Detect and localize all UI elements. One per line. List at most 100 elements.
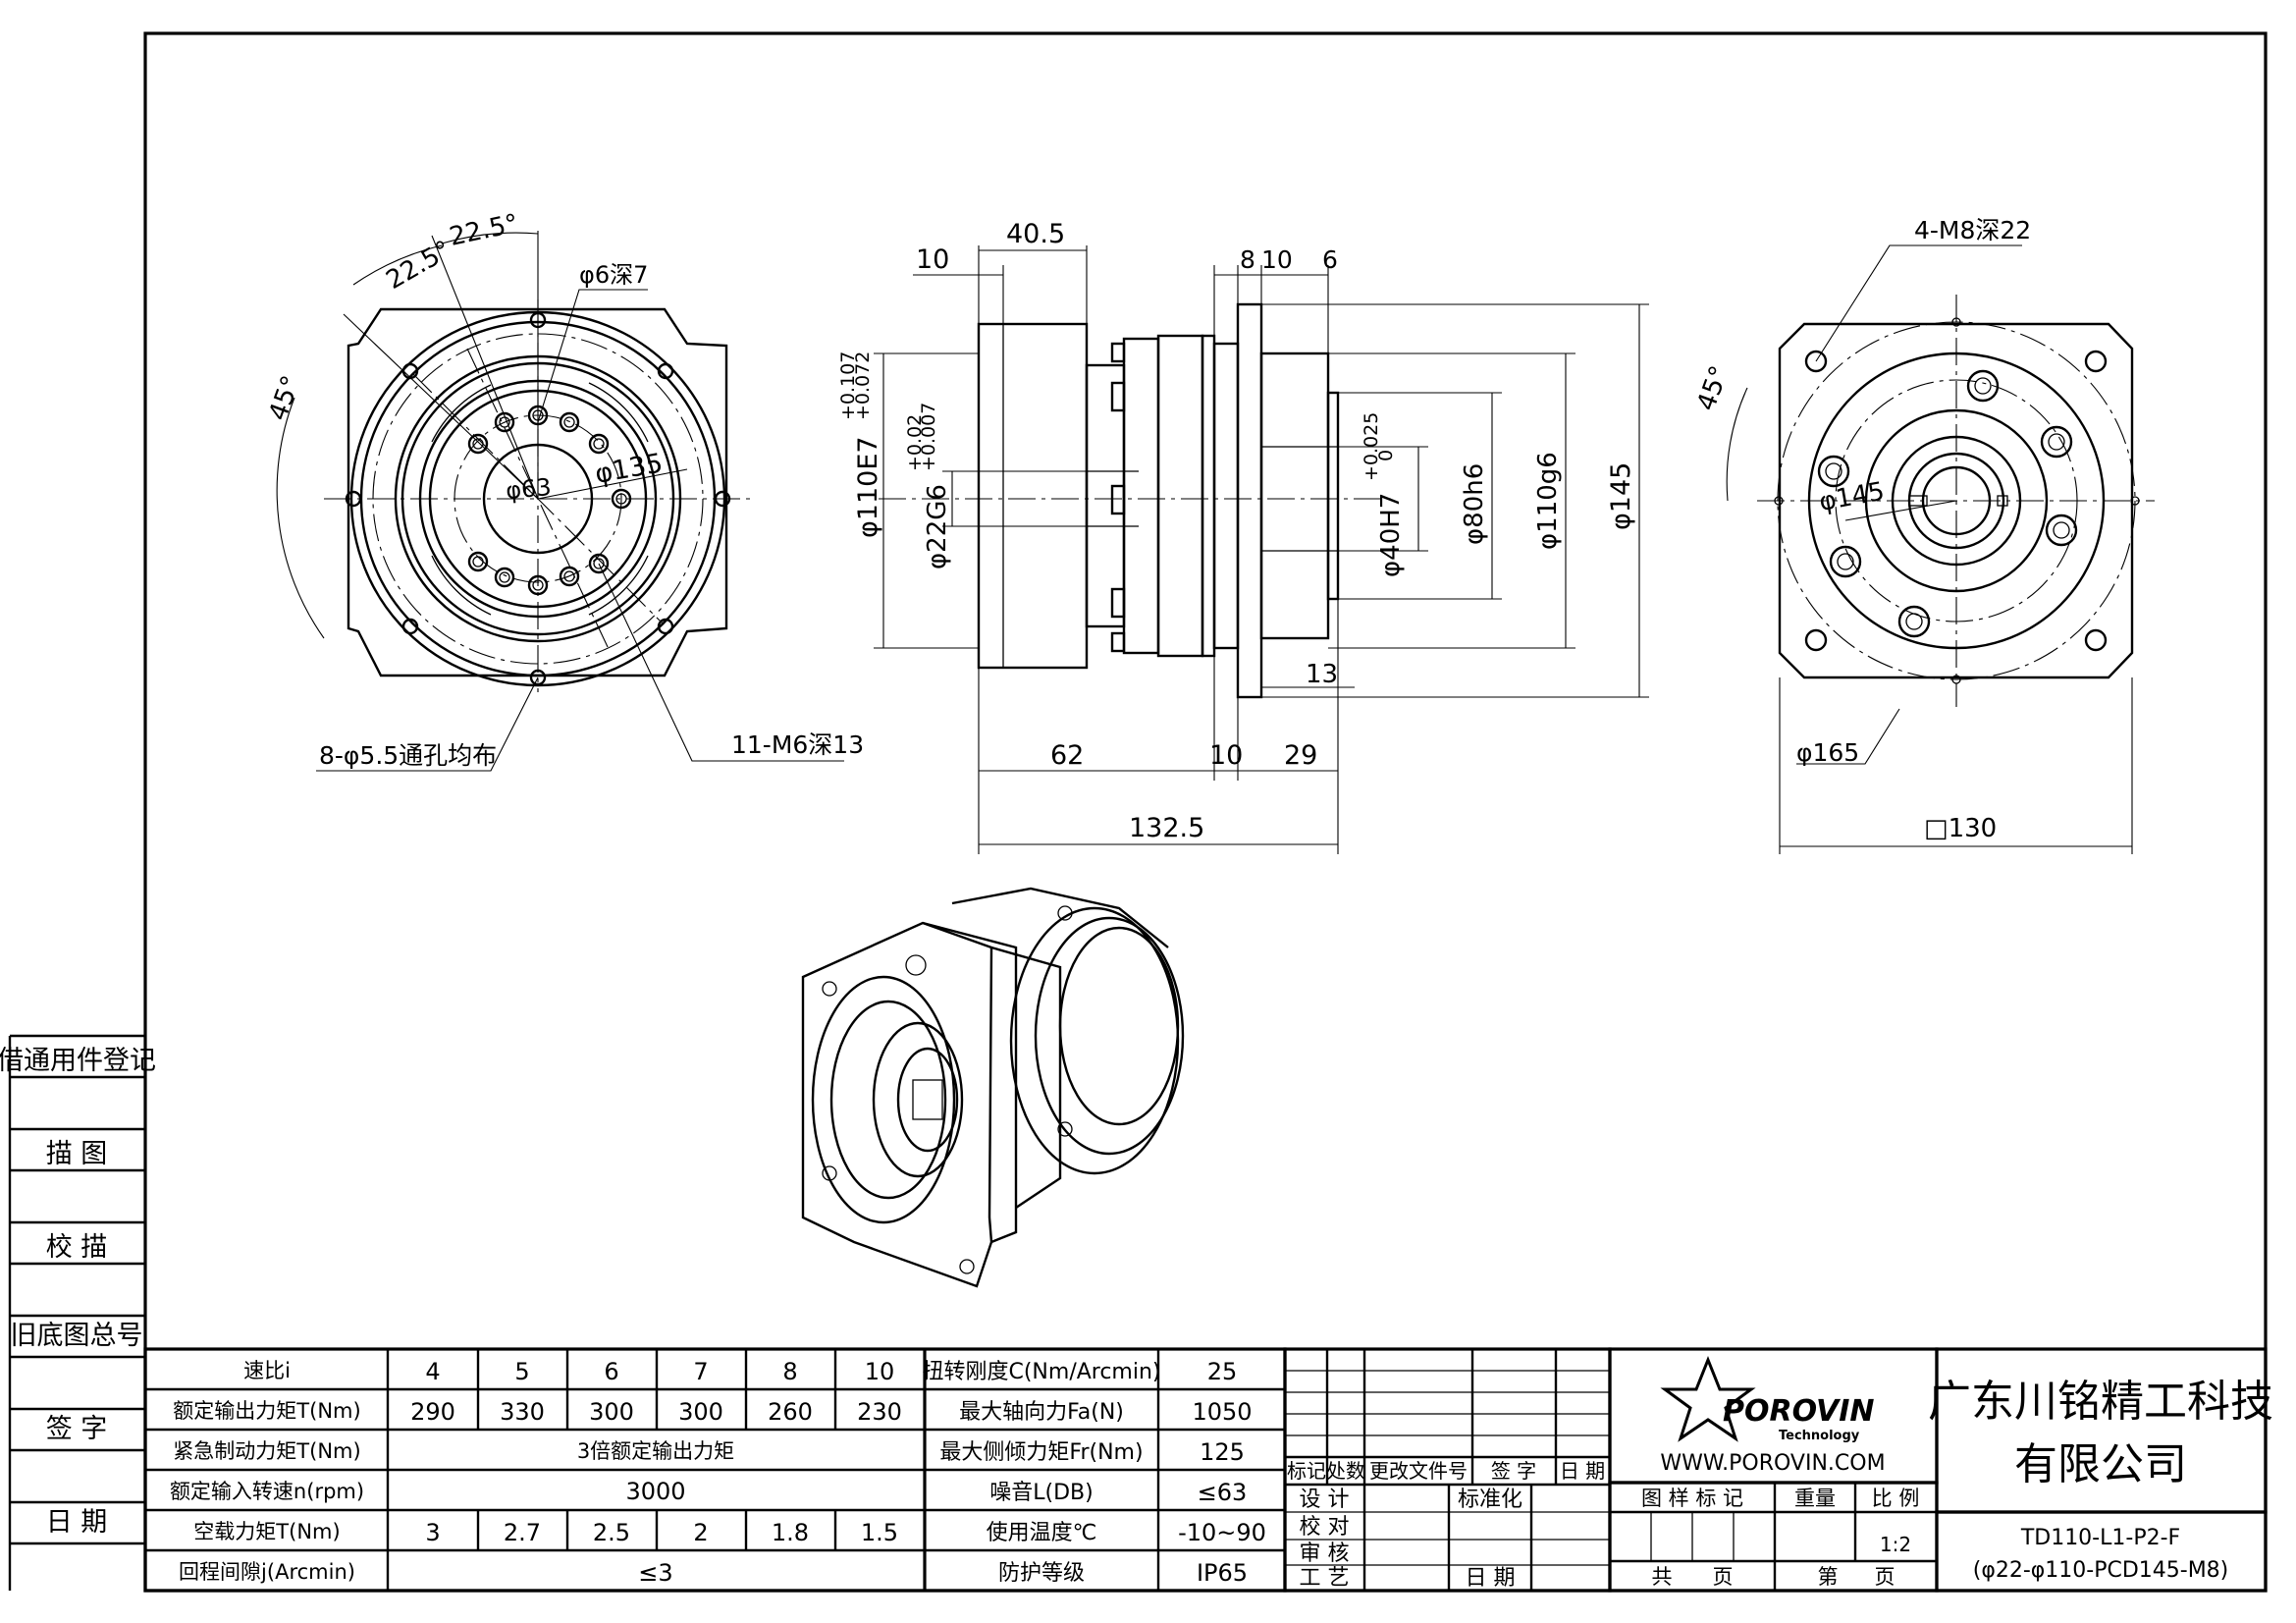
rear-outer-dia-label: φ165 xyxy=(1796,738,1859,767)
logo-block: POROVIN Technology WWW.POROVIN.COM xyxy=(1608,1347,1939,1485)
tol-110-lo: +0.072 xyxy=(852,352,874,420)
logo-sub: Technology xyxy=(1779,1429,1860,1443)
left-strip: 借通用件登记 描 图 校 描 旧底图总号 签 字 日 期 xyxy=(0,1034,156,1591)
right-value-tilt-moment: 125 xyxy=(1200,1438,1245,1466)
right-value-temperature: -10~90 xyxy=(1178,1519,1266,1546)
ratio-cell: 8 xyxy=(782,1358,797,1385)
logo-brand: POROVIN xyxy=(1723,1394,1875,1429)
part-number: TD110-L1-P2-F xyxy=(2020,1526,2180,1550)
role-proofread: 校 对 xyxy=(1300,1515,1350,1540)
dim-29: 29 xyxy=(1284,740,1317,771)
row-label-rated-torque: 额定输出力矩T(Nm) xyxy=(173,1399,360,1423)
strip-label-register: 借通用件登记 xyxy=(0,1046,156,1076)
isometric-view xyxy=(801,887,1185,1288)
side-view: φ110E7 +0.107 +0.072 φ22G6 +0.02 +0.007 … xyxy=(837,219,1649,854)
pcd-inner-label: φ63 xyxy=(505,473,553,505)
strip-label-date: 日 期 xyxy=(46,1507,108,1538)
right-label-stiffness: 扭转刚度C(Nm/Arcmin) xyxy=(922,1360,1160,1384)
tol-110-hi: +0.107 xyxy=(837,352,859,420)
torque-cell: 230 xyxy=(857,1398,902,1426)
noload-cell: 2.7 xyxy=(504,1519,541,1546)
angle-label-a1: 22.5° xyxy=(382,236,456,296)
strip-label-signature: 签 字 xyxy=(46,1414,108,1444)
rev-header-doc: 更改文件号 xyxy=(1369,1459,1468,1483)
ratio-cell: 7 xyxy=(693,1358,708,1385)
dim-145: φ145 xyxy=(1606,462,1636,530)
company-name-line2: 有限公司 xyxy=(2014,1439,2187,1489)
right-value-protection: IP65 xyxy=(1197,1559,1248,1587)
tapped-holes-label: 11-M6深13 xyxy=(731,730,864,759)
torque-cell: 260 xyxy=(768,1398,813,1426)
rev-header-count: 处数 xyxy=(1326,1459,1365,1483)
strip-label-check-trace: 校 描 xyxy=(46,1232,108,1263)
thru-holes-label: 8-φ5.5通孔均布 xyxy=(319,741,497,770)
tol-22-lo: +0.007 xyxy=(918,403,939,471)
ratio-cell: 4 xyxy=(425,1358,440,1385)
right-label-temperature: 使用温度℃ xyxy=(987,1521,1097,1545)
rear-holes-label: 4-M8深22 xyxy=(1914,216,2031,244)
spec-table: 速比i 额定输出力矩T(Nm) 紧急制动力矩T(Nm) 额定输入转速n(rpm)… xyxy=(143,1347,1287,1593)
sheets-total-label: 共 xyxy=(1652,1565,1673,1589)
row-label-emergency-torque: 紧急制动力矩T(Nm) xyxy=(173,1439,360,1463)
noload-cell: 2.5 xyxy=(593,1519,630,1546)
ratio-cell: 10 xyxy=(865,1358,895,1385)
porovin-logo: POROVIN Technology xyxy=(1660,1355,1875,1443)
rear-angle-label: 45° xyxy=(1691,362,1735,415)
strip-label-trace: 描 图 xyxy=(46,1139,108,1169)
role-process: 工 艺 xyxy=(1300,1566,1350,1591)
dim-22g6: φ22G6 xyxy=(923,484,952,569)
info-header-weight: 重量 xyxy=(1794,1487,1836,1510)
rear-square-label: □130 xyxy=(1924,814,1997,843)
rev-header-mark: 标记 xyxy=(1287,1459,1326,1483)
dim-6: 6 xyxy=(1322,245,1338,274)
torque-cell: 290 xyxy=(410,1398,455,1426)
dim-10-bottom: 10 xyxy=(1209,740,1243,771)
part-block: TD110-L1-P2-F (φ22-φ110-PCD145-M8) xyxy=(1935,1510,2268,1593)
ratio-cell: 6 xyxy=(604,1358,618,1385)
angle-label-a2: 22.5° xyxy=(447,209,521,252)
hole-depth-label: φ6深7 xyxy=(579,261,648,289)
ratio-cell: 5 xyxy=(514,1358,529,1385)
dim-40h7: φ40H7 xyxy=(1376,493,1406,577)
revision-block: 标记 处数 更改文件号 签 字 日 期 设 计 校 对 审 核 工 艺 标准化 … xyxy=(1283,1347,1612,1593)
rev-header-sign: 签 字 xyxy=(1491,1459,1536,1483)
noload-cell: 3 xyxy=(425,1519,440,1546)
right-value-axial-force: 1050 xyxy=(1192,1398,1252,1426)
row-label-backlash: 回程间隙j(Arcmin) xyxy=(179,1560,355,1584)
website: WWW.POROVIN.COM xyxy=(1660,1451,1885,1476)
right-label-noise: 噪音L(DB) xyxy=(989,1481,1093,1505)
strip-label-old-number: 旧底图总号 xyxy=(11,1321,143,1351)
noload-cell: 2 xyxy=(693,1519,708,1546)
row-label-noload-torque: 空载力矩T(Nm) xyxy=(193,1520,340,1543)
tol-40-lo: 0 xyxy=(1375,450,1397,461)
bolt-heads xyxy=(1817,369,2078,638)
sheet-no-label: 第 xyxy=(1818,1565,1839,1589)
drawing-frame xyxy=(143,31,2268,1593)
right-value-stiffness: 25 xyxy=(1207,1358,1238,1385)
dim-62: 62 xyxy=(1050,740,1084,771)
input-speed-value: 3000 xyxy=(625,1478,685,1505)
role-design: 设 计 xyxy=(1300,1488,1350,1512)
emergency-torque-value: 3倍额定输出力矩 xyxy=(577,1439,734,1463)
tol-22-hi: +0.02 xyxy=(904,414,926,471)
right-label-tilt-moment: 最大侧倾力矩Fr(Nm) xyxy=(939,1440,1143,1465)
dim-10-mid: 10 xyxy=(1261,245,1293,274)
dim-132-5: 132.5 xyxy=(1129,813,1204,843)
company-name-line1: 广东川铭精工科技 xyxy=(1928,1377,2273,1427)
dim-13: 13 xyxy=(1306,660,1338,689)
torque-cell: 330 xyxy=(500,1398,545,1426)
tol-40-hi: +0.025 xyxy=(1361,412,1382,481)
right-value-noise: ≤63 xyxy=(1198,1479,1248,1506)
noload-cell: 1.5 xyxy=(861,1519,898,1546)
torque-cell: 300 xyxy=(589,1398,634,1426)
approval-date-label: 日 期 xyxy=(1466,1566,1516,1591)
company-block: 广东川铭精工科技 有限公司 xyxy=(1928,1347,2273,1514)
row-label-ratio: 速比i xyxy=(243,1359,291,1382)
noload-cell: 1.8 xyxy=(772,1519,809,1546)
rear-pcd-label: φ145 xyxy=(1817,477,1887,517)
dim-80h6: φ80h6 xyxy=(1460,463,1489,545)
role-review: 审 核 xyxy=(1300,1542,1350,1566)
right-label-protection: 防护等级 xyxy=(998,1561,1085,1586)
info-header-pattern: 图 样 标 记 xyxy=(1641,1487,1743,1510)
